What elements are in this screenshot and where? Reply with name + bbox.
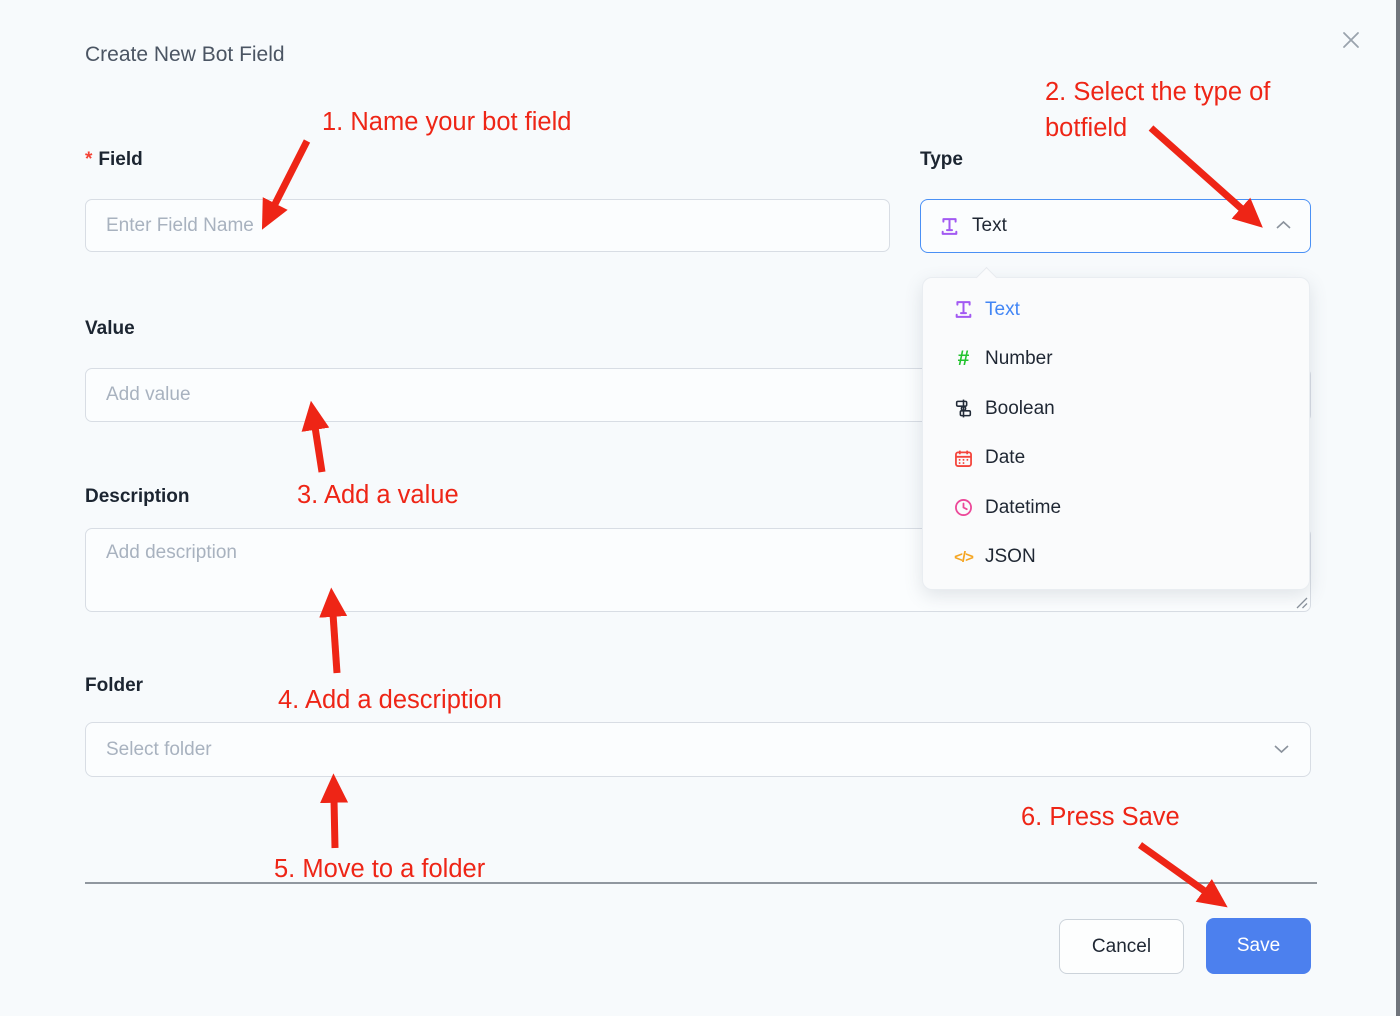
type-option-json[interactable]: </> JSON <box>954 546 1036 568</box>
value-label: Value <box>85 318 135 339</box>
required-asterisk: * <box>85 149 93 170</box>
clock-icon <box>953 497 974 518</box>
folder-label: Folder <box>85 675 144 696</box>
type-option-number[interactable]: # Number <box>923 335 1309 385</box>
page-title: Create New Bot Field <box>85 43 285 66</box>
folder-select[interactable]: Select folder <box>85 722 1311 777</box>
type-label: Type <box>920 149 963 170</box>
annotation-move-folder: 5. Move to a folder <box>274 855 486 883</box>
close-icon <box>1336 25 1366 60</box>
calendar-icon <box>953 448 974 469</box>
annotation-press-save: 6. Press Save <box>1021 803 1180 831</box>
annotation-name-field: 1. Name your bot field <box>322 108 572 136</box>
save-button[interactable]: Save <box>1206 918 1311 974</box>
type-option-datetime[interactable]: Datetime <box>923 483 1309 533</box>
folder-placeholder: Select folder <box>106 738 212 760</box>
type-option-text[interactable]: Text <box>923 285 1309 335</box>
type-select[interactable]: Text <box>920 199 1311 253</box>
type-selected-value: Text <box>972 215 1007 236</box>
type-option-boolean[interactable]: Boolean <box>923 384 1309 434</box>
text-icon <box>953 299 974 320</box>
boolean-toggle-icon <box>953 398 974 419</box>
window-edge-scrollbar[interactable] <box>1396 0 1400 1016</box>
footer-divider <box>85 882 1317 884</box>
text-icon <box>939 216 960 237</box>
annotation-add-value: 3. Add a value <box>297 481 459 509</box>
type-option-date[interactable]: Date <box>923 434 1309 484</box>
annotation-add-description: 4. Add a description <box>278 686 502 714</box>
chevron-up-icon <box>1275 217 1292 235</box>
description-label: Description <box>85 486 190 507</box>
code-icon: </> <box>954 548 974 566</box>
field-label: *Field <box>85 149 143 170</box>
close-button[interactable] <box>1334 25 1368 59</box>
type-dropdown-menu: Text # Number Boolean <box>922 277 1310 590</box>
chevron-down-icon <box>1273 741 1290 759</box>
hash-icon: # <box>957 347 970 371</box>
annotation-select-type: 2. Select the type of botfield <box>1045 78 1271 142</box>
cancel-button[interactable]: Cancel <box>1059 919 1184 974</box>
field-name-input[interactable] <box>85 199 890 252</box>
resize-handle-icon[interactable] <box>1295 596 1308 609</box>
